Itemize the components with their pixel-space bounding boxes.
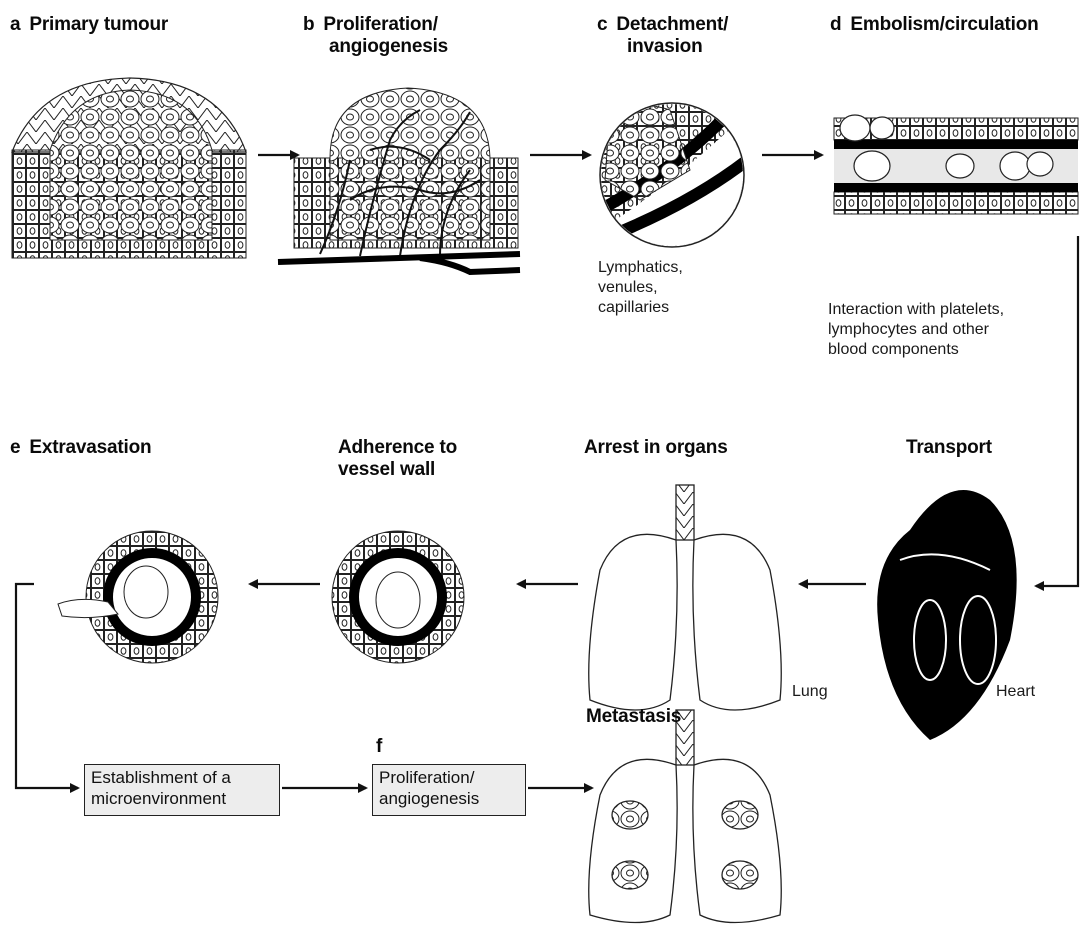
stage-a-text: Primary tumour [29,14,168,35]
metastasis-title: Metastasis [586,706,681,728]
metastasis-lung-illustration [589,710,782,923]
invasion-note-line1: Lymphatics, [598,259,683,276]
proliferation-box-line1: Proliferation/ [379,768,474,787]
lung-illustration [589,485,782,710]
microenvironment-box-line1: Establishment of a [91,768,231,787]
invasion-note-line3: capillaries [598,299,669,316]
stage-d-text: Embolism/circulation [850,14,1038,35]
circulation-note-line2: lymphocytes and other [828,321,989,338]
stage-c-text-line1: Detachment/ [616,14,728,35]
stage-e-key: e [10,437,20,458]
stage-d-key: d [830,14,841,35]
proliferation-box: Proliferation/ angiogenesis [372,764,526,816]
stage-a-title: a Primary tumour [10,14,168,36]
lung-label: Lung [792,682,828,702]
stage-e-title: e Extravasation [10,437,151,459]
adherence-title-line1: Adherence to [338,437,457,458]
stage-b-key: b [303,14,314,35]
stage-b-text-line1: Proliferation/ [323,14,437,35]
extravasation-illustration [58,531,218,663]
adherence-title-line2: vessel wall [338,459,435,480]
circulation-note-line3: blood components [828,341,959,358]
circulation-note-line1: Interaction with platelets, [828,301,1004,318]
transport-title: Transport [906,437,992,459]
arrest-title: Arrest in organs [584,437,728,459]
stage-b-text-line2: angiogenesis [329,36,448,57]
arrow-d-to-transport [1036,236,1078,586]
stage-d-title: d Embolism/circulation [830,14,1039,36]
stage-f-key: f [376,736,382,758]
stage-b-title: b Proliferation/ angiogenesis [303,14,448,58]
primary-tumour-illustration [12,78,246,258]
microenvironment-box: Establishment of a microenvironment [84,764,280,816]
invasion-note-line2: venules, [598,279,658,296]
heart-illustration [877,490,1016,740]
stage-e-text: Extravasation [29,437,151,458]
invasion-illustration [600,100,760,250]
stage-c-title: c Detachment/ invasion [597,14,728,58]
invasion-note: Lymphatics, venules, capillaries [598,258,683,318]
circulation-illustration [834,115,1078,214]
adherence-illustration [332,531,464,663]
microenvironment-box-line2: microenvironment [91,789,226,808]
proliferation-box-line2: angiogenesis [379,789,479,808]
circulation-note: Interaction with platelets, lymphocytes … [828,300,1004,360]
stage-c-key: c [597,14,607,35]
adherence-title: Adherence to vessel wall [338,437,457,481]
stage-c-text-line2: invasion [627,36,702,57]
stage-a-key: a [10,14,20,35]
proliferation-illustration [278,88,520,272]
heart-label: Heart [996,682,1035,702]
